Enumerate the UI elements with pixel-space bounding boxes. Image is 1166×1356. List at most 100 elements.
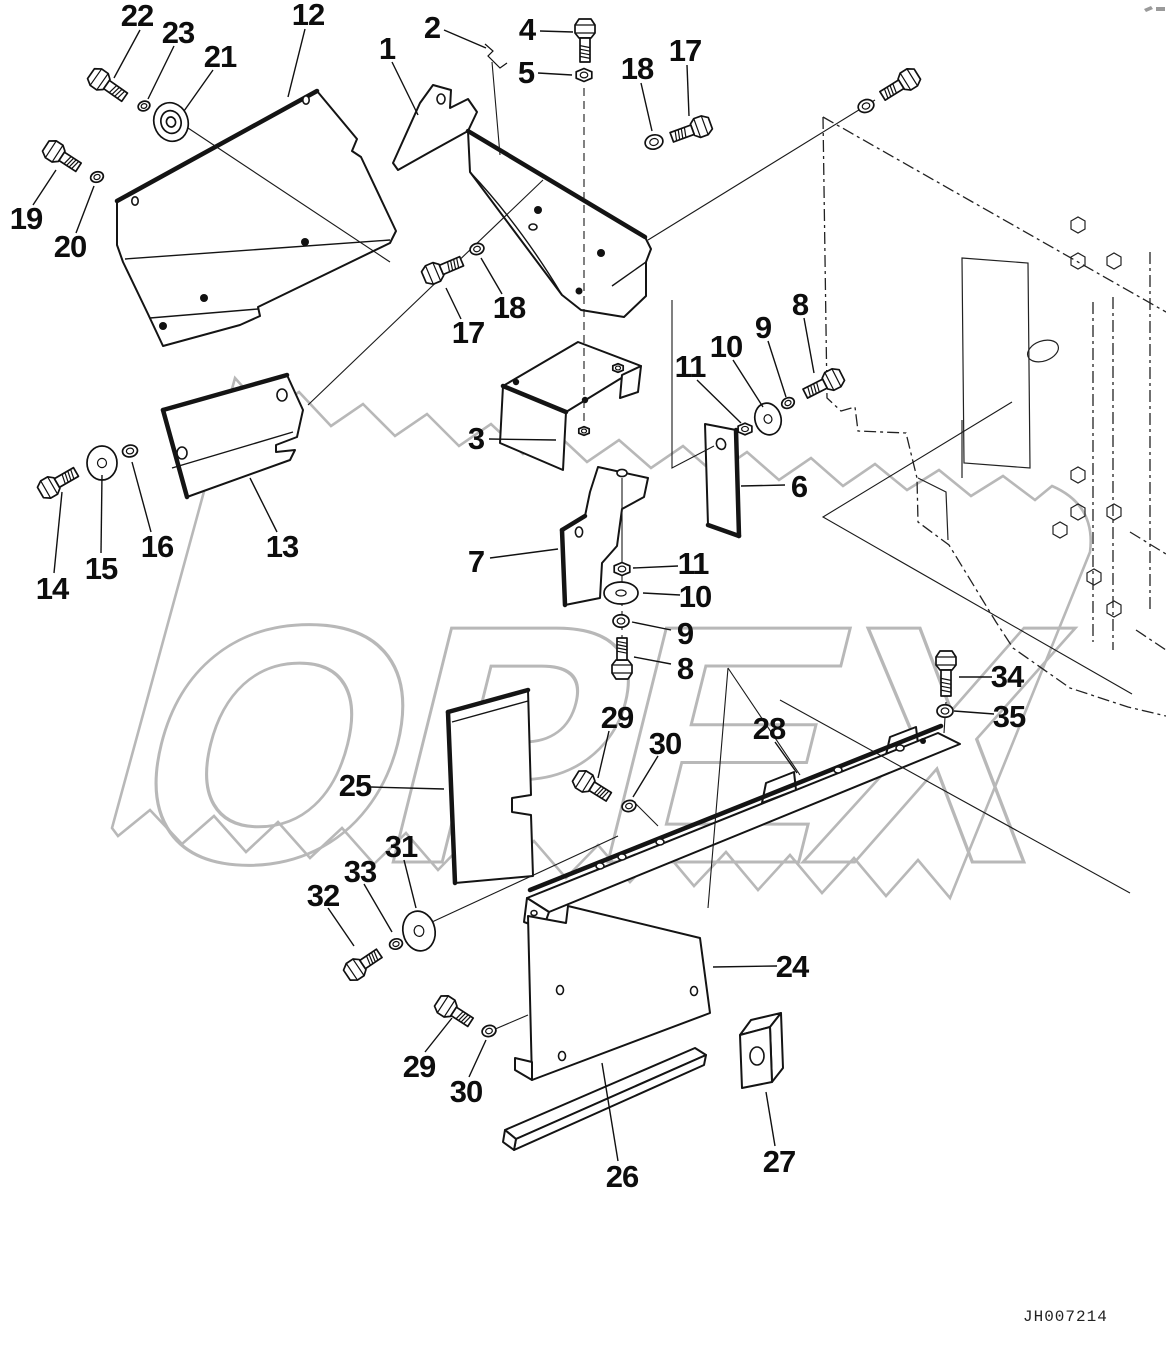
leader-line-23	[147, 45, 175, 100]
part-label-14: 14	[36, 571, 70, 606]
leader-line-17	[445, 287, 462, 320]
part-label-9: 9	[755, 310, 772, 345]
part-label-18: 18	[621, 51, 654, 86]
bolt-icon-29	[433, 995, 475, 1028]
part-label-22: 22	[121, 0, 153, 33]
part-label-17: 17	[452, 315, 484, 350]
part-27-block	[739, 1012, 784, 1089]
nut-icon-3-mount-nut	[611, 362, 625, 374]
washer-icon-18	[644, 133, 664, 151]
corner-mark	[1144, 6, 1165, 12]
leader-line-29	[597, 730, 610, 779]
bolt-icon-22	[86, 67, 129, 103]
part-label-27: 27	[763, 1144, 795, 1179]
bolt-icon-17	[669, 115, 714, 143]
leader-line-1	[391, 61, 419, 116]
part-label-15: 15	[85, 551, 118, 586]
bolt-icon-19	[41, 140, 83, 173]
leader-line-24	[712, 965, 778, 968]
washer-disk-icon-10	[603, 581, 639, 605]
part-label-33: 33	[344, 854, 377, 889]
leader-line-26	[601, 1062, 619, 1162]
leader-line-5	[537, 72, 573, 76]
parts-group	[114, 84, 961, 1151]
leader-line-31	[403, 859, 417, 909]
leader-line-9	[767, 340, 787, 398]
part-label-4: 4	[519, 12, 537, 47]
leader-line-9	[631, 621, 672, 631]
leader-line-11	[696, 379, 742, 424]
part-24-panel	[514, 905, 711, 1081]
bolt-icon-29	[571, 770, 613, 802]
leader-line-4	[539, 30, 574, 33]
part-label-30: 30	[450, 1074, 482, 1109]
leader-line-13	[249, 477, 278, 533]
bolt-icon-17	[879, 68, 922, 101]
leader-line-30	[468, 1039, 487, 1078]
part-label-16: 16	[141, 529, 174, 564]
part-13-plate	[160, 372, 304, 500]
leader-line-12	[287, 28, 306, 98]
leader-line-3	[488, 438, 557, 441]
leader-line-35	[953, 710, 995, 715]
washer-icon-30	[481, 1024, 497, 1038]
washer-icon-30	[621, 799, 637, 813]
part-label-21: 21	[204, 39, 237, 74]
leader-line-16	[131, 461, 152, 533]
grommet-icon-21	[152, 101, 190, 143]
part-label-3: 3	[468, 421, 485, 456]
part-label-29: 29	[601, 700, 634, 735]
part-label-28: 28	[753, 711, 786, 746]
hardware-layer	[36, 18, 957, 1038]
part-7-bracket	[559, 466, 649, 608]
part-label-10: 10	[710, 329, 742, 364]
bolt-icon-34	[935, 650, 957, 697]
part-1-cover	[392, 84, 652, 318]
washer-icon-23	[137, 100, 151, 112]
part-label-34: 34	[991, 659, 1025, 694]
leader-line-15	[100, 474, 103, 554]
nut-icon-11	[737, 422, 753, 436]
washer-disk-icon-10	[753, 402, 783, 436]
part-label-18: 18	[493, 290, 526, 325]
leader-line-14	[53, 491, 63, 574]
leader-line-20	[75, 185, 95, 234]
leader-line-25	[370, 786, 445, 790]
leader-line-6	[740, 484, 786, 487]
leader-lines-layer	[32, 28, 995, 1162]
leader-line-8	[633, 656, 672, 665]
part-label-8: 8	[792, 287, 809, 322]
part-12-panel	[114, 88, 397, 347]
washer-icon-33	[388, 937, 404, 951]
bolt-icon-14	[36, 466, 80, 500]
part-label-20: 20	[54, 229, 86, 264]
nut-icon-5	[575, 67, 593, 83]
drawing-number: JH007214	[1023, 1308, 1108, 1326]
part-label-6: 6	[791, 469, 808, 504]
part-label-23: 23	[162, 15, 195, 50]
phantom-bolt-heads	[1052, 216, 1122, 618]
washer-icon-18	[857, 98, 875, 114]
leader-line-17	[686, 64, 690, 117]
part-label-12: 12	[292, 0, 324, 32]
part-label-11: 11	[678, 546, 710, 581]
nut-icon-11	[613, 561, 631, 577]
bolt-icon-17	[420, 255, 465, 286]
washer-icon-9	[612, 613, 630, 629]
part-label-26: 26	[606, 1159, 639, 1194]
leader-line-21	[183, 69, 214, 112]
part-label-2: 2	[424, 10, 440, 45]
washer-icon-16	[121, 444, 139, 458]
leader-line-27	[765, 1091, 776, 1147]
part-label-35: 35	[993, 699, 1026, 734]
part-label-30: 30	[649, 726, 681, 761]
washer-disk-icon-15	[86, 445, 118, 481]
leader-line-7	[489, 548, 559, 559]
clip-icon-2	[484, 43, 508, 69]
bolt-icon-4	[574, 18, 596, 63]
washer-icon-20	[89, 170, 105, 184]
part-28-rail	[523, 723, 961, 930]
machine-phantom-outline	[822, 116, 1166, 717]
